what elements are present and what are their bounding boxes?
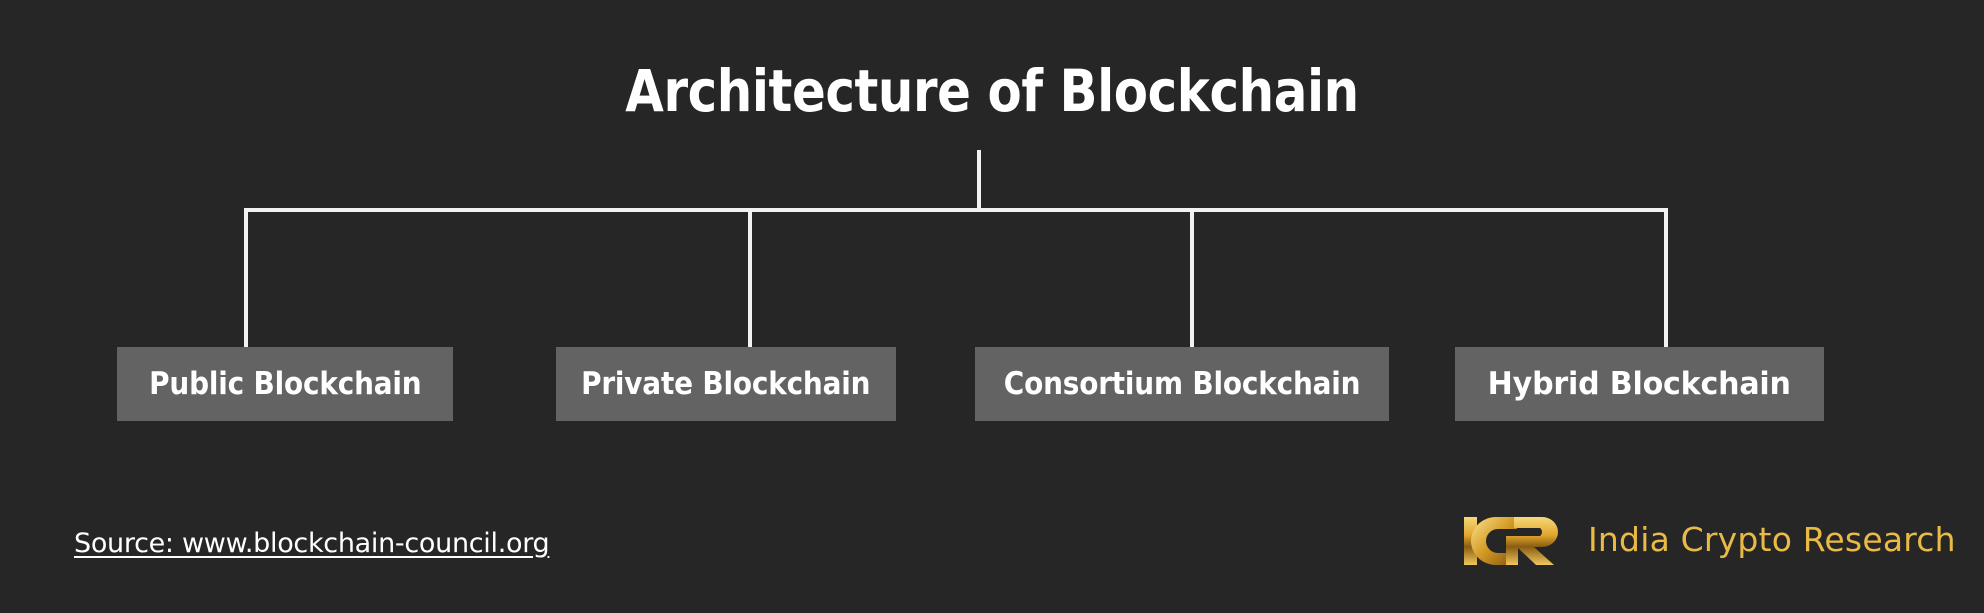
brand-logo: India Crypto Research (1462, 512, 1956, 568)
node-label: Consortium Blockchain (1003, 366, 1361, 402)
icr-logo-icon (1464, 517, 1558, 565)
connector-drop-consortium (1190, 208, 1194, 349)
node-consortium-blockchain[interactable]: Consortium Blockchain (975, 347, 1389, 421)
connector-drop-private (748, 208, 752, 349)
connector-stem-vertical (977, 150, 981, 212)
source-attribution-link[interactable]: Source: www.blockchain-council.org (74, 528, 550, 559)
node-hybrid-blockchain[interactable]: Hybrid Blockchain (1455, 347, 1824, 421)
connector-drop-public (244, 208, 248, 349)
connector-horizontal-bar (244, 208, 1668, 212)
node-label: Hybrid Blockchain (1487, 366, 1792, 402)
node-label: Private Blockchain (581, 366, 871, 402)
logo-wordmark: India Crypto Research (1588, 520, 1956, 559)
node-public-blockchain[interactable]: Public Blockchain (117, 347, 453, 421)
connector-drop-hybrid (1664, 208, 1668, 349)
node-label: Public Blockchain (148, 366, 422, 402)
diagram-title: Architecture of Blockchain (625, 57, 1359, 125)
node-private-blockchain[interactable]: Private Blockchain (556, 347, 896, 421)
